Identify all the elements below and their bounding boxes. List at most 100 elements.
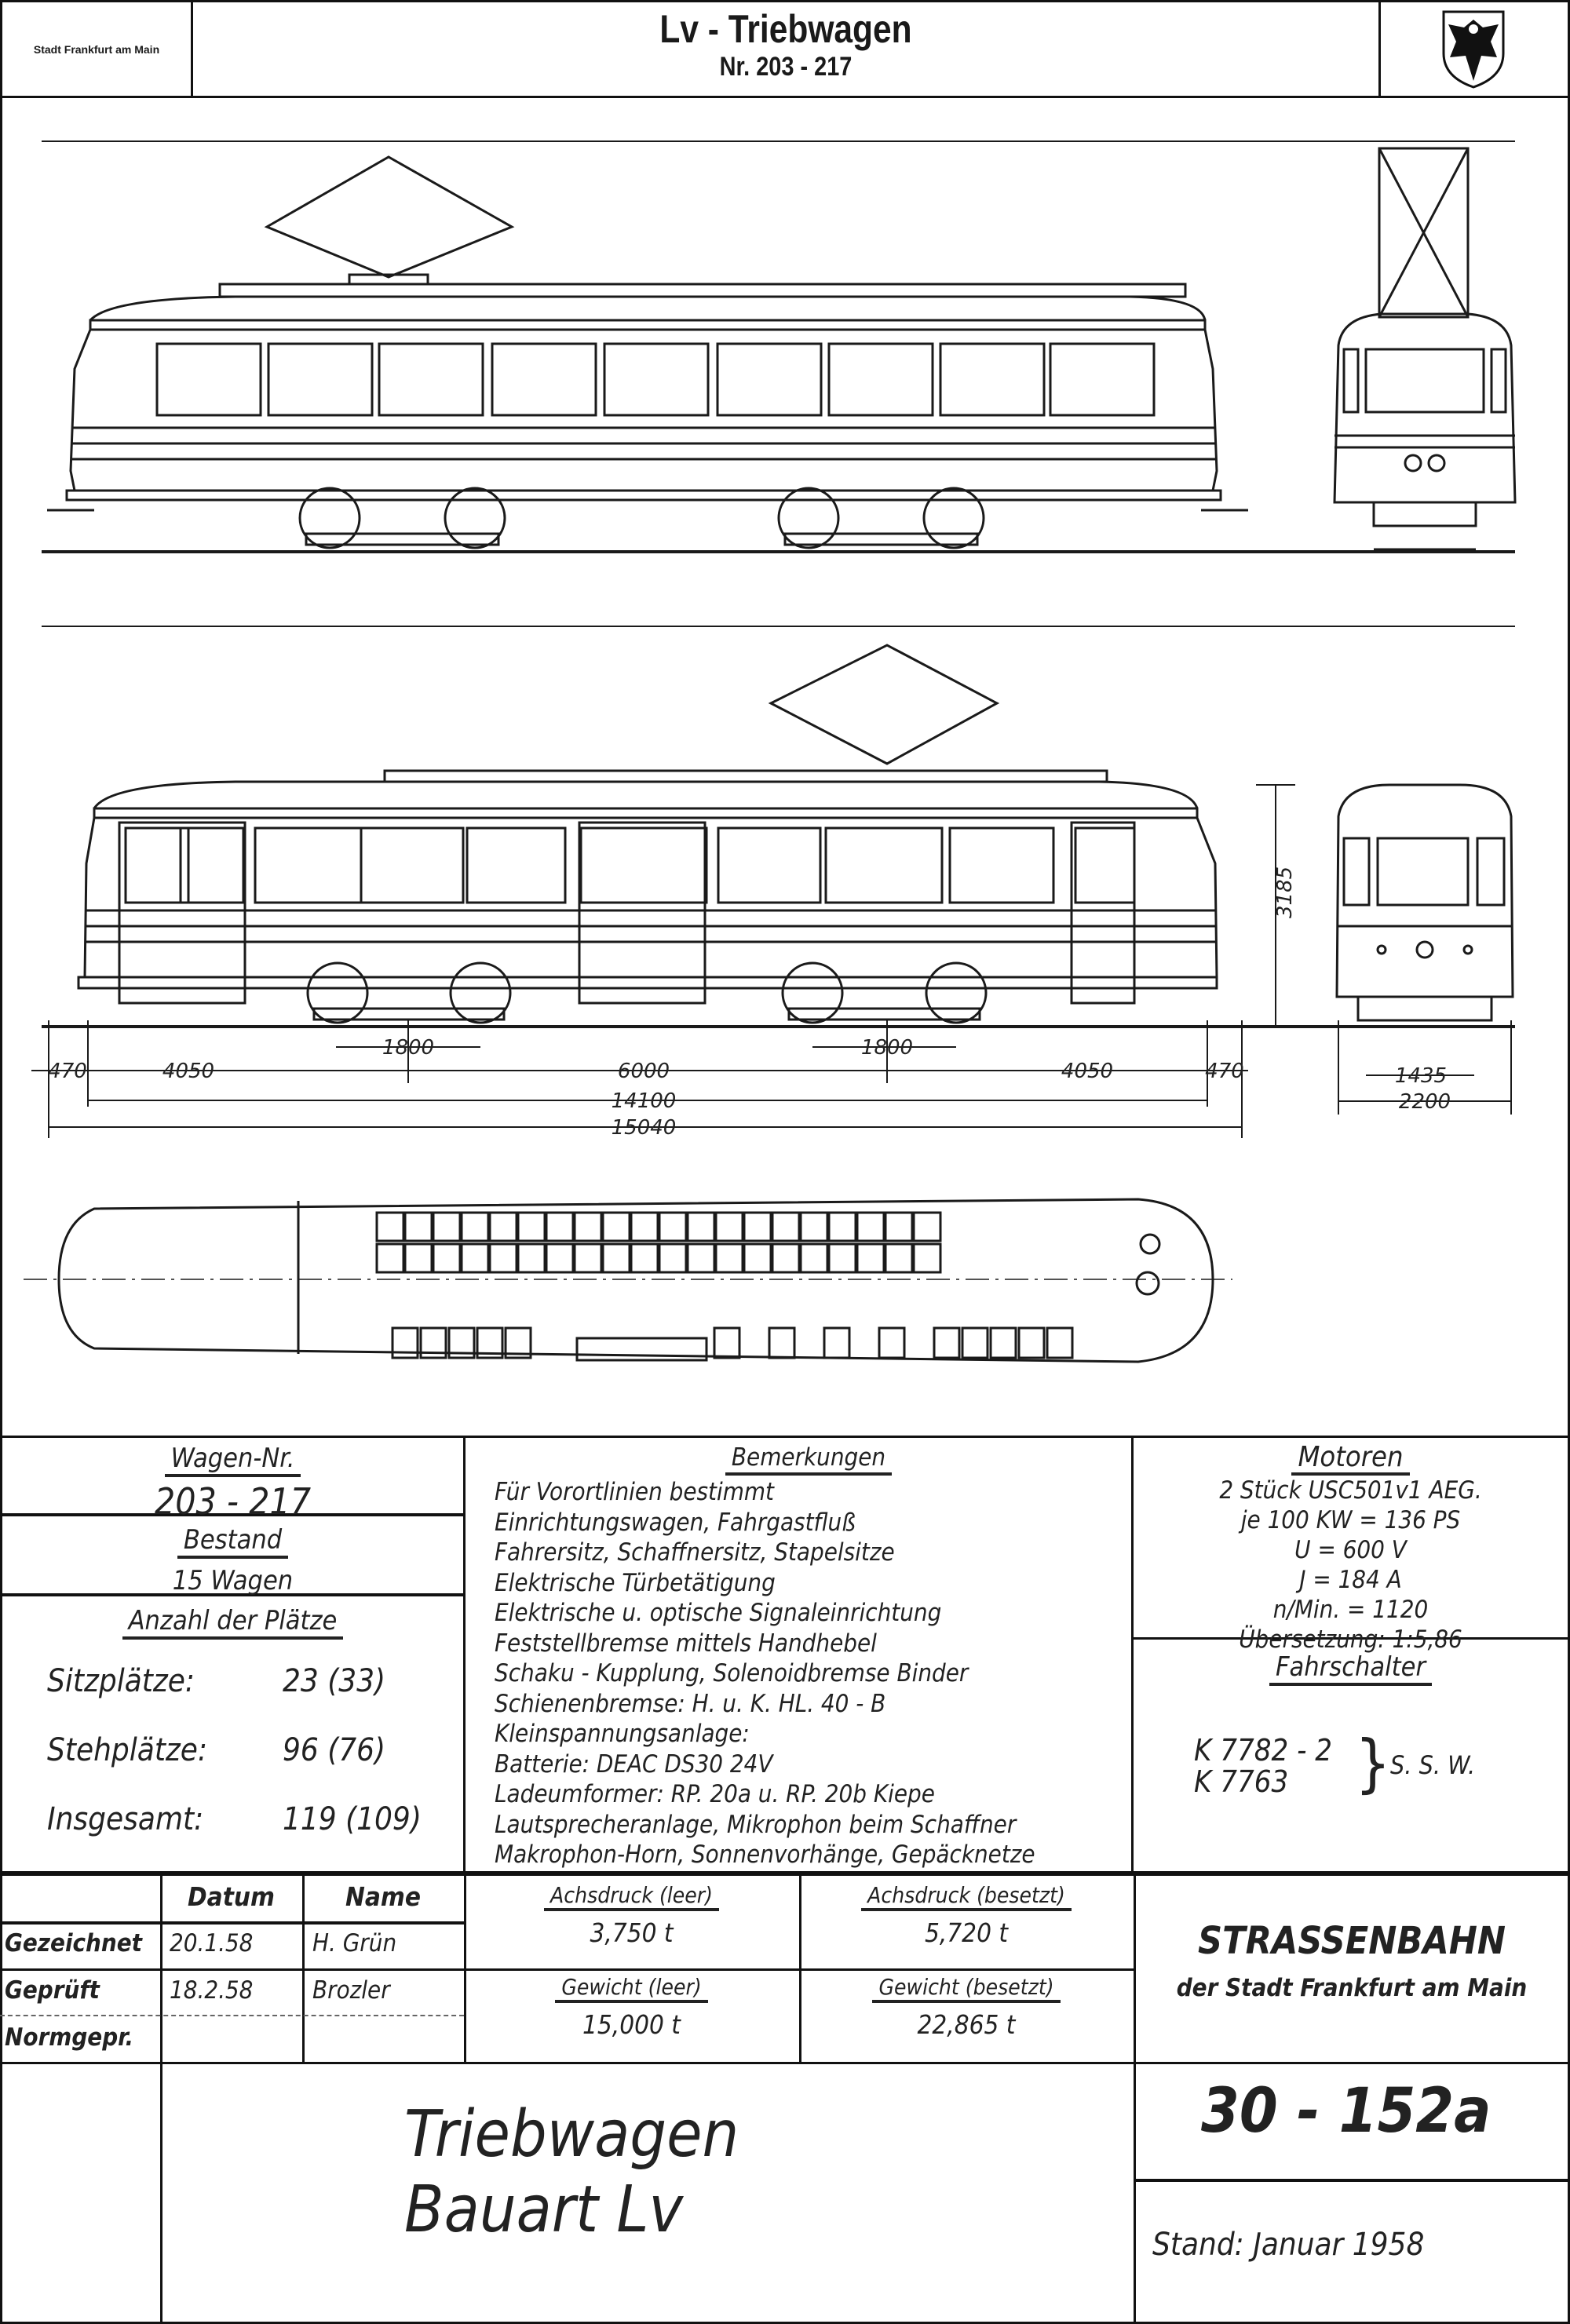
dim-wheelbase-right: 1800 (861, 1036, 913, 1060)
dimension-lines (31, 1020, 1512, 1138)
front-view-bottom (1335, 783, 1514, 1022)
drawing-title: Triebwagen Bauart Lv (404, 2097, 739, 2248)
seat-count-label: Sitzplätze: (47, 1663, 195, 1699)
seat (476, 1326, 504, 1359)
col-datum: Datum (188, 1881, 275, 1912)
seat (771, 1242, 801, 1274)
page-title: Lv - Triebwagen (659, 7, 912, 51)
seat (419, 1326, 447, 1359)
window (939, 342, 1046, 417)
seat (933, 1326, 961, 1359)
wagen-value: 203 - 217 (154, 1480, 312, 1523)
seat-count-value: 23 (33) (283, 1663, 386, 1699)
header-title-cell: Lv - Triebwagen Nr. 203 - 217 (193, 6, 1378, 82)
title-block (0, 2062, 1570, 2324)
stand-date: Stand: Januar 1958 (1152, 2227, 1425, 2263)
seat (432, 1242, 462, 1274)
window (124, 826, 190, 904)
seat (601, 1211, 631, 1242)
seat (432, 1211, 462, 1242)
wheel (922, 487, 985, 549)
seat (658, 1242, 688, 1274)
seat (912, 1211, 942, 1242)
seat (517, 1242, 546, 1274)
text-line: Für Vorortlinien bestimmt (495, 1478, 774, 1506)
seat (601, 1242, 631, 1274)
drawing-number: 30 - 152a (1201, 2076, 1492, 2147)
seat (743, 1211, 772, 1242)
window (491, 342, 597, 417)
bogie (312, 1007, 506, 1021)
seat (658, 1211, 688, 1242)
dim-width: 2200 (1399, 1090, 1451, 1114)
wheel (781, 961, 844, 1024)
text-line: Fahrersitz, Schaffnersitz, Stapelsitze (495, 1538, 895, 1567)
dim-bogie-left: 4050 (162, 1060, 214, 1083)
fahrschalter-2: K 7763 (1194, 1764, 1289, 1799)
company-sub: der Stadt Frankfurt am Main (1176, 1974, 1528, 2002)
dim-overhang-right: 470 (1205, 1060, 1244, 1083)
text-line: Ladeumformer: RP. 20a u. RP. 20b Kiepe (495, 1780, 935, 1808)
window (466, 826, 567, 904)
seat (403, 1211, 433, 1242)
wheel (925, 961, 988, 1024)
achsdruck-leer-value: 3,750 t (590, 1917, 674, 1948)
gewicht-besetzt: Gewicht (besetzt)22,865 t (799, 1974, 1134, 2040)
seat (517, 1211, 546, 1242)
plaetze-section: Anzahl der Plätze Sitzplätze:23 (33)Steh… (0, 1605, 466, 1837)
window (155, 342, 262, 417)
seat (630, 1211, 659, 1242)
signoff-label: Gezeichnet (5, 1929, 143, 1957)
seat (884, 1211, 914, 1242)
bogie (787, 1007, 981, 1021)
page-subtitle: Nr. 203 - 217 (719, 52, 853, 82)
tram-drawing: 3185 470 4050 6000 4050 470 1800 1800 14… (24, 140, 1517, 1363)
seat (884, 1242, 914, 1274)
signoff-datum: 20.1.58 (170, 1929, 254, 1957)
text-line: Lautsprecheranlage, Mikrophon beim Schaf… (495, 1810, 1017, 1839)
signoff-datum: 18.2.58 (170, 1976, 254, 2005)
seat (375, 1211, 405, 1242)
text-line: n/Min. = 1120 (1272, 1596, 1429, 1624)
fahrschalter-maker: S. S. W. (1390, 1750, 1476, 1780)
wheel (777, 487, 840, 549)
seat (714, 1242, 744, 1274)
wheel (298, 487, 361, 549)
gewicht-leer-label: Gewicht (leer) (555, 1974, 708, 2003)
window (603, 342, 710, 417)
floor-plan (24, 1198, 1232, 1363)
achsdruck-leer: Achsdruck (leer) 3,750 t (464, 1882, 799, 1948)
front-view-top (1333, 147, 1517, 551)
seat (630, 1242, 659, 1274)
drawing-title-1: Triebwagen (404, 2097, 739, 2172)
text-line: je 100 KW = 136 PS (1240, 1506, 1461, 1534)
window (717, 826, 822, 904)
dim-total-length: 15040 (612, 1116, 677, 1140)
seat (403, 1242, 433, 1274)
seat (1017, 1326, 1046, 1359)
fahrschalter-1: K 7782 - 2 (1194, 1733, 1333, 1768)
seat-count-row: Stehplätze:96 (76) (47, 1732, 466, 1768)
door (578, 821, 706, 1005)
city-label: Stadt Frankfurt am Main (33, 42, 160, 56)
signoff-name: Brozler (312, 1976, 390, 2005)
seat (686, 1242, 716, 1274)
crest-icon (1442, 10, 1505, 89)
signoff-name: H. Grün (312, 1929, 397, 1957)
text-line: Übersetzung: 1:5,86 (1239, 1625, 1462, 1654)
window (378, 342, 484, 417)
window (716, 342, 823, 417)
wagen-label: Wagen-Nr. (164, 1443, 301, 1477)
seat (460, 1242, 490, 1274)
bemerkungen-label: Bemerkungen (725, 1443, 893, 1476)
window (1074, 826, 1136, 904)
dim-body-length: 14100 (612, 1089, 677, 1113)
bestand-section: Bestand 15 Wagen (0, 1524, 466, 1596)
gewicht-leer: Gewicht (leer)15,000 t (464, 1974, 799, 2040)
achsdruck-leer-label: Achsdruck (leer) (544, 1882, 719, 1911)
seat (714, 1211, 744, 1242)
achsdruck-besetzt-value: 5,720 t (924, 1917, 1009, 1948)
seat (823, 1326, 851, 1359)
dim-height: 3185 (1273, 866, 1297, 918)
